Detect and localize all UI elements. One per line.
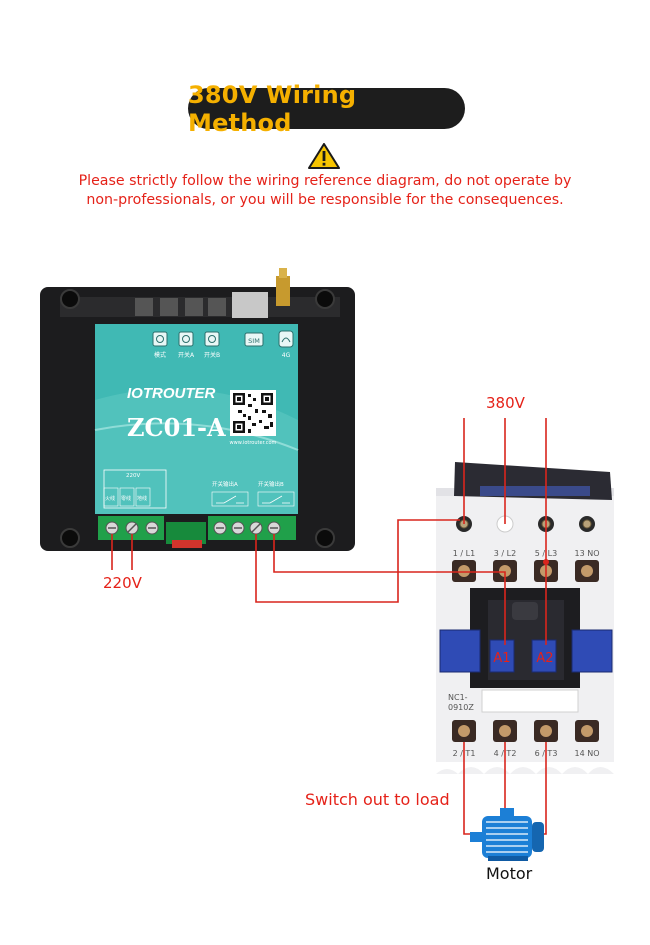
qr-code (230, 390, 276, 436)
brand-logo: IOTROUTER (127, 385, 216, 402)
switch-a-label: 开关A (178, 351, 195, 359)
ac-contactor: 1 / L1 3 / L2 5 / L3 13 NO A1 A2 NC1-091… (436, 462, 614, 774)
warning-line-2: non-professionals, or you will be respon… (86, 192, 564, 208)
wires (111, 418, 547, 835)
mode-button-label: 模式 (154, 351, 166, 359)
coil-a1-label: A1 (493, 651, 510, 666)
terminal-label-13no: 13 NO (574, 549, 599, 558)
live-terminal-label: 火线 (105, 495, 115, 502)
motor-label: Motor (486, 864, 533, 883)
relay-a-label: 开关输出A (212, 480, 238, 488)
motor-icon (470, 808, 544, 861)
sim-label: SIM (248, 337, 260, 345)
ground-terminal-label: 地线 (137, 495, 147, 502)
warning-line-1: Please strictly follow the wiring refere… (78, 173, 572, 189)
terminal-label-l2: 3 / L2 (494, 549, 516, 558)
supply-380v-label: 380V (486, 394, 525, 412)
website-text: www.iotrouter.com (230, 440, 277, 446)
switch-a-button (178, 331, 194, 347)
controller-device: 模式 开关A 开关B SIM 4G IOTROUTER ZC01-A (40, 268, 355, 551)
supply-220v-label: 220V (103, 574, 142, 592)
terminal-label-l1: 1 / L1 (453, 549, 475, 558)
relay-b-label: 开关输出B (258, 480, 284, 488)
coil-a2-label: A2 (536, 651, 553, 666)
signal-4g-label: 4G (282, 352, 291, 359)
mode-button (152, 331, 168, 347)
contactor-model: NC1-0910Z (448, 693, 474, 712)
warning-triangle-icon (308, 143, 340, 169)
power-legend: 220V (126, 473, 140, 479)
switch-b-button (204, 331, 220, 347)
warning-text: Please strictly follow the wiring refere… (40, 172, 610, 210)
neutral-terminal-label: 零线 (121, 495, 131, 502)
model-name: ZC01-A (127, 413, 226, 442)
switch-out-label: Switch out to load (305, 790, 450, 809)
signal-4g-icon (278, 330, 294, 348)
terminal-label-14no: 14 NO (574, 749, 599, 758)
switch-b-label: 开关B (204, 351, 220, 359)
